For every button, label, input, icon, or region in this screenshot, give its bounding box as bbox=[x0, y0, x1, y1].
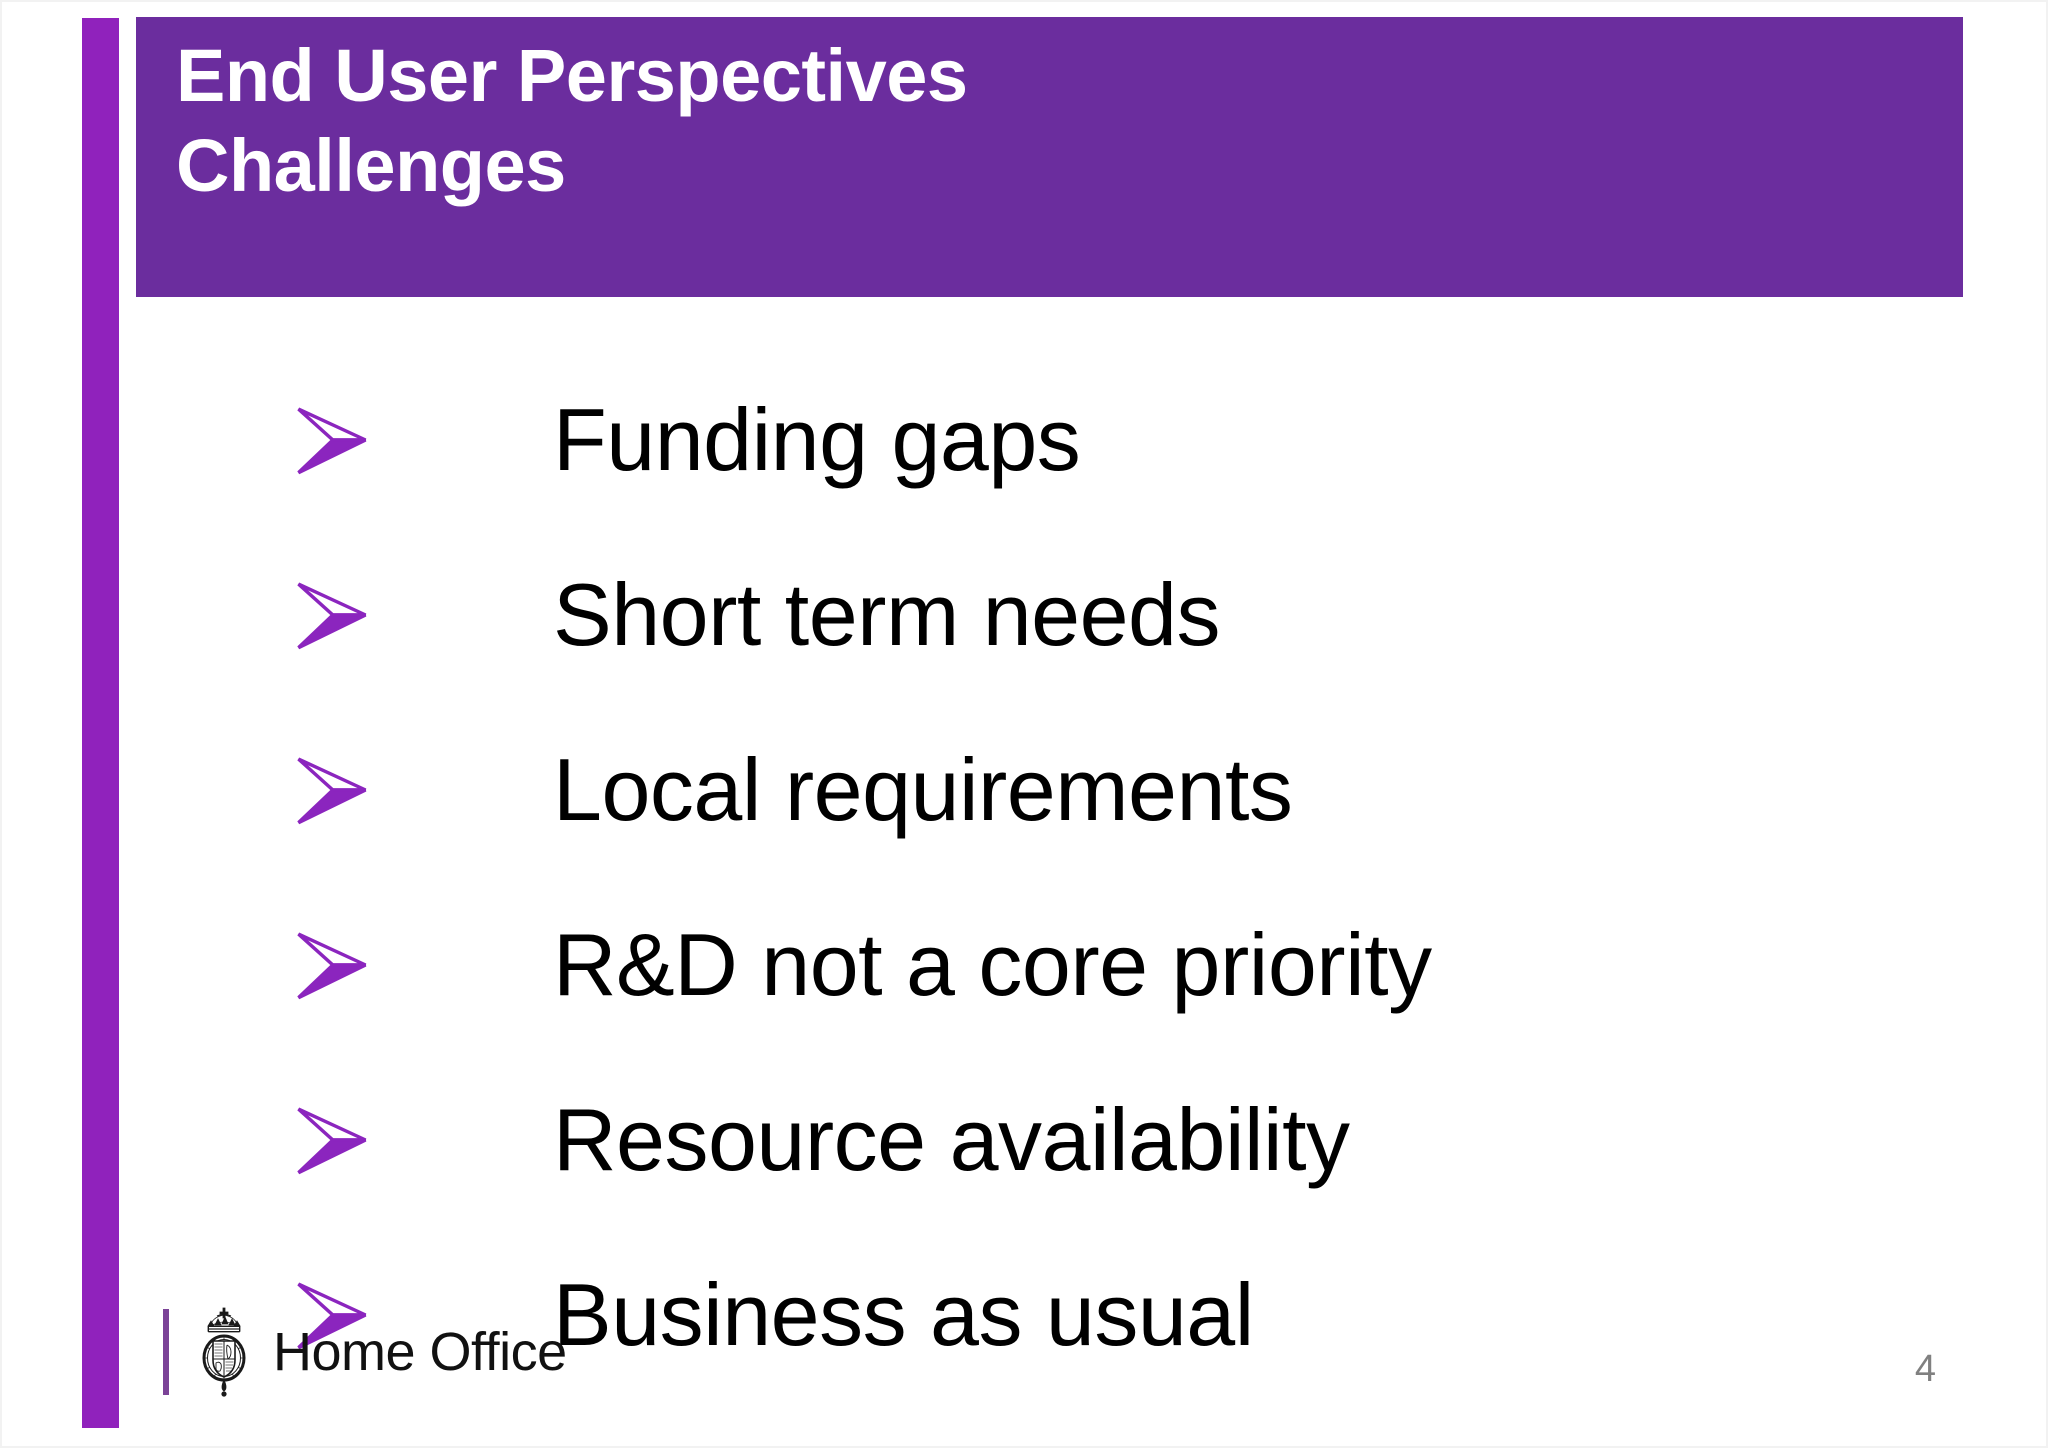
list-item: Funding gaps bbox=[0, 352, 2048, 527]
arrowhead-bullet-icon bbox=[283, 922, 369, 1008]
arrowhead-bullet-icon bbox=[283, 1272, 369, 1358]
list-item: Local requirements bbox=[0, 702, 2048, 877]
arrowhead-bullet-icon bbox=[283, 1097, 369, 1183]
list-item-label: Business as usual bbox=[553, 1264, 1254, 1364]
slide-title: End User Perspectives Challenges bbox=[176, 34, 968, 208]
bullet-list: Funding gaps Short term needs Local requ… bbox=[0, 352, 2048, 1402]
list-item-label: Short term needs bbox=[553, 564, 1221, 664]
arrowhead-bullet-icon bbox=[283, 572, 369, 658]
left-accent-bar bbox=[82, 18, 119, 1428]
list-item-label: Local requirements bbox=[553, 739, 1293, 839]
list-item: Resource availability bbox=[0, 1052, 2048, 1227]
list-item-label: Resource availability bbox=[553, 1089, 1350, 1189]
list-item: Short term needs bbox=[0, 527, 2048, 702]
royal-crest-icon bbox=[193, 1306, 255, 1398]
home-office-logo: Home Office bbox=[163, 1304, 567, 1400]
arrowhead-bullet-icon bbox=[283, 397, 369, 483]
list-item-label: R&D not a core priority bbox=[553, 914, 1432, 1014]
list-item: R&D not a core priority bbox=[0, 877, 2048, 1052]
home-office-wordmark: Home Office bbox=[273, 1322, 567, 1382]
header-band bbox=[136, 17, 1963, 297]
list-item-label: Funding gaps bbox=[553, 389, 1081, 489]
page-number: 4 bbox=[1914, 1348, 1936, 1390]
logo-divider-rule bbox=[163, 1309, 169, 1395]
arrowhead-bullet-icon bbox=[283, 747, 369, 833]
list-item: Business as usual bbox=[0, 1227, 2048, 1402]
